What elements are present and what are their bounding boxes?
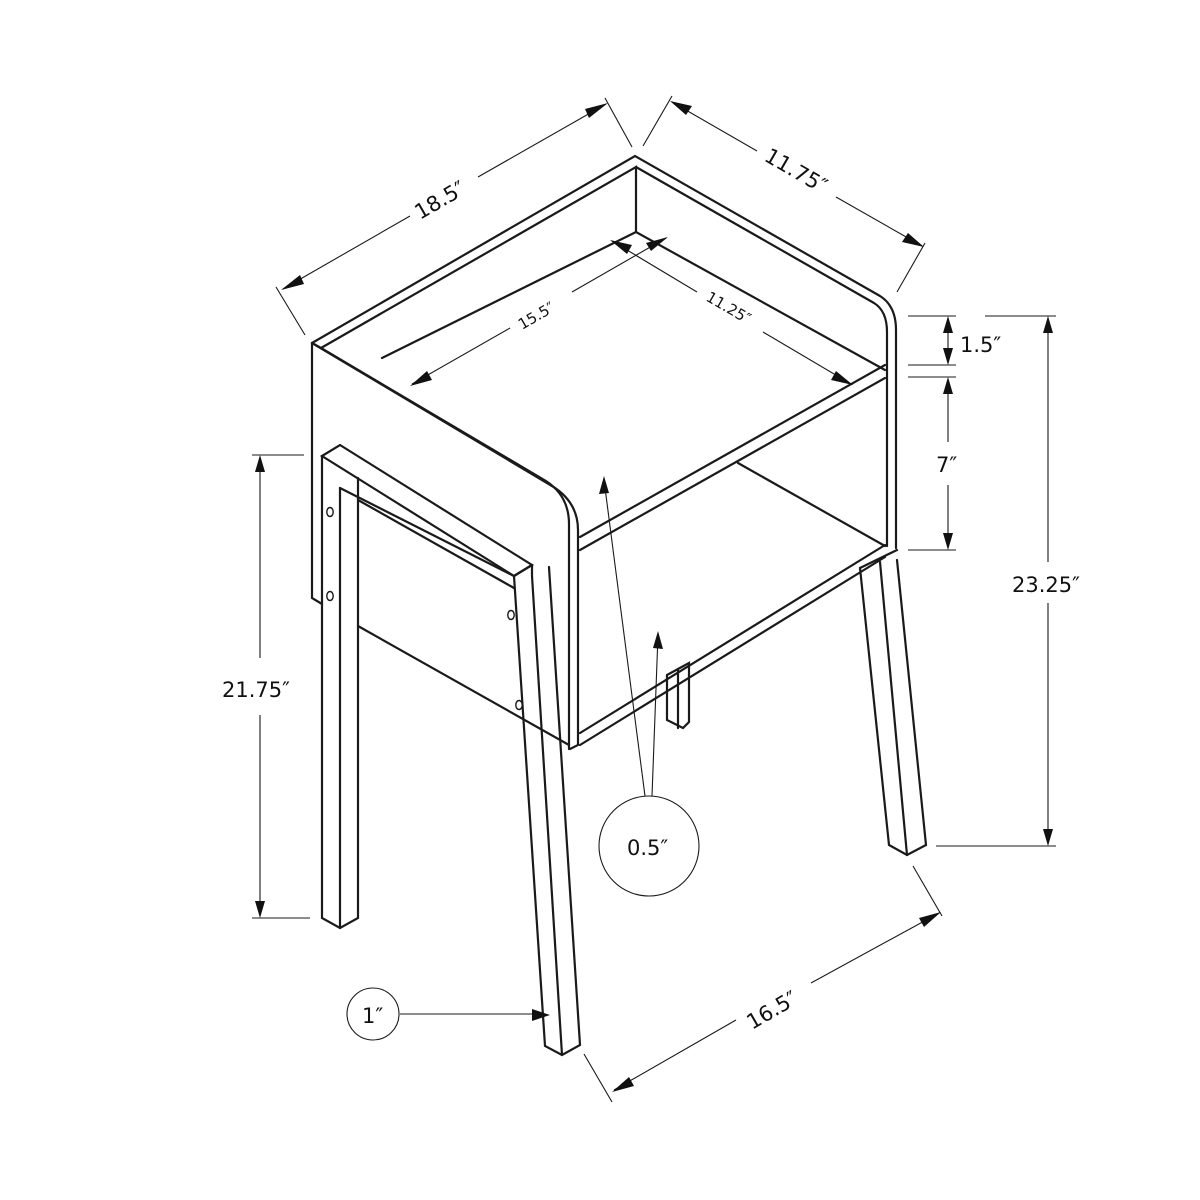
dim-inner-width: 15.5″	[410, 237, 668, 386]
screw-hole	[507, 609, 515, 621]
label-leg-frame-height: 21.75″	[222, 678, 290, 702]
top-tray	[310, 154, 898, 747]
label-overall-width: 18.5″	[411, 176, 470, 224]
table-body	[310, 154, 928, 1057]
label-shelf-opening-height: 7″	[936, 453, 957, 477]
back-right-leg	[858, 548, 928, 857]
label-base-span: 16.5″	[743, 986, 802, 1034]
dim-leg-frame-height: 21.75″	[222, 454, 310, 919]
screw-hole	[326, 506, 334, 518]
back-leg	[665, 661, 691, 730]
dim-overall-width: 18.5″	[275, 97, 633, 336]
label-overall-height: 23.25″	[1012, 573, 1080, 597]
label-overall-depth: 11.75″	[761, 144, 832, 199]
label-inner-width: 15.5″	[515, 298, 558, 333]
dimension-annotations: 18.5″ 11.75″ 15.5″ 11.25″	[222, 95, 1080, 1103]
left-side-panel	[310, 341, 580, 751]
label-top-lip-height: 1.5″	[960, 333, 1001, 357]
front-leg-frame	[319, 443, 582, 1057]
callout-circle	[346, 987, 400, 1041]
screw-hole	[326, 590, 334, 602]
dim-top-lip-height: 1.5″	[908, 315, 1001, 366]
callout-circle	[598, 795, 700, 897]
label-leg-thickness: 1″	[362, 1004, 383, 1028]
dim-base-span: 16.5″	[583, 865, 943, 1103]
dim-inner-depth: 11.25″	[610, 240, 853, 385]
dim-overall-height: 23.25″	[936, 315, 1080, 847]
dim-shelf-opening-height: 7″	[908, 376, 957, 551]
label-panel-thickness: 0.5″	[627, 836, 668, 860]
dim-panel-thickness: 0.5″	[598, 476, 700, 897]
dim-leg-thickness: 1″	[346, 987, 550, 1041]
screw-hole	[515, 699, 523, 711]
